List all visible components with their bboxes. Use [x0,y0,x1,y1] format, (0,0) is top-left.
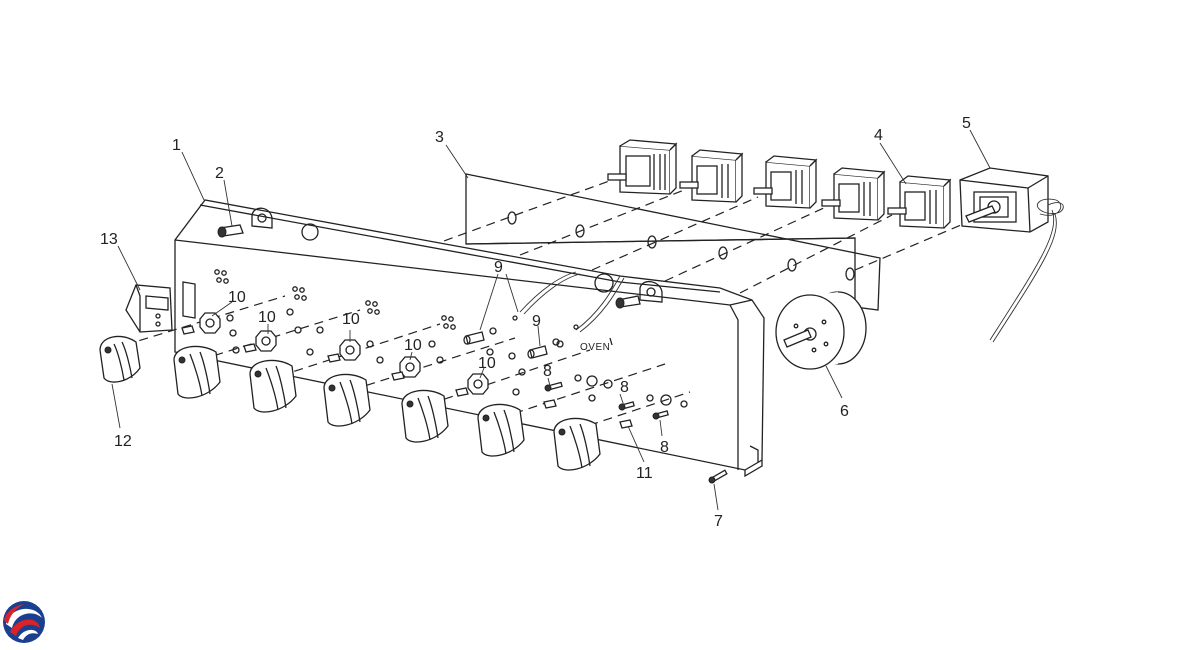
callout-10-a: 10 [228,289,246,306]
callout-10-c: 10 [342,311,360,328]
push-button-switch [125,284,173,333]
callout-2: 2 [215,165,224,182]
callout-6: 6 [840,403,849,420]
callout-4: 4 [874,127,883,144]
control-knob-6 [477,403,525,457]
callout-10-b: 10 [258,309,276,326]
callout-8-c: 8 [660,439,669,456]
callout-5: 5 [962,115,971,132]
callout-8-b: 8 [620,379,629,396]
callout-8-a: 8 [543,363,552,380]
callout-3: 3 [435,129,444,146]
callout-12: 12 [114,433,132,450]
clips [181,325,633,429]
oven-thermostat [959,167,1064,343]
callout-9-b: 9 [532,313,541,330]
callout-11: 11 [636,465,653,482]
control-knob-4 [323,373,371,427]
control-knob-7 [553,417,601,471]
spacers [463,315,579,359]
brand-swirl-icon [3,601,45,643]
control-knob-5 [401,389,449,443]
leader-lines [111,129,991,511]
panel-holes [214,269,688,408]
control-knob-1 [99,335,141,383]
control-knob-3 [249,359,297,413]
screws [544,381,728,484]
callout-numbers: 1 2 3 4 5 6 7 8 8 8 9 9 10 10 10 10 10 1… [100,115,971,530]
neon-indicator [217,224,641,309]
callout-9-a: 9 [494,259,503,276]
rear-alignment-lines [429,179,969,294]
minute-timer [775,291,867,370]
control-nuts [199,312,489,395]
callout-1: 1 [172,137,181,154]
panel-oven-label: OVEN [580,342,610,353]
callout-10-d: 10 [404,337,422,354]
control-knob-2 [173,345,221,399]
rotary-switches [607,139,952,229]
callout-13: 13 [100,231,118,248]
callout-7: 7 [714,513,723,530]
control-knobs [99,335,601,471]
wiring [519,271,625,333]
callout-10-e: 10 [478,355,496,372]
